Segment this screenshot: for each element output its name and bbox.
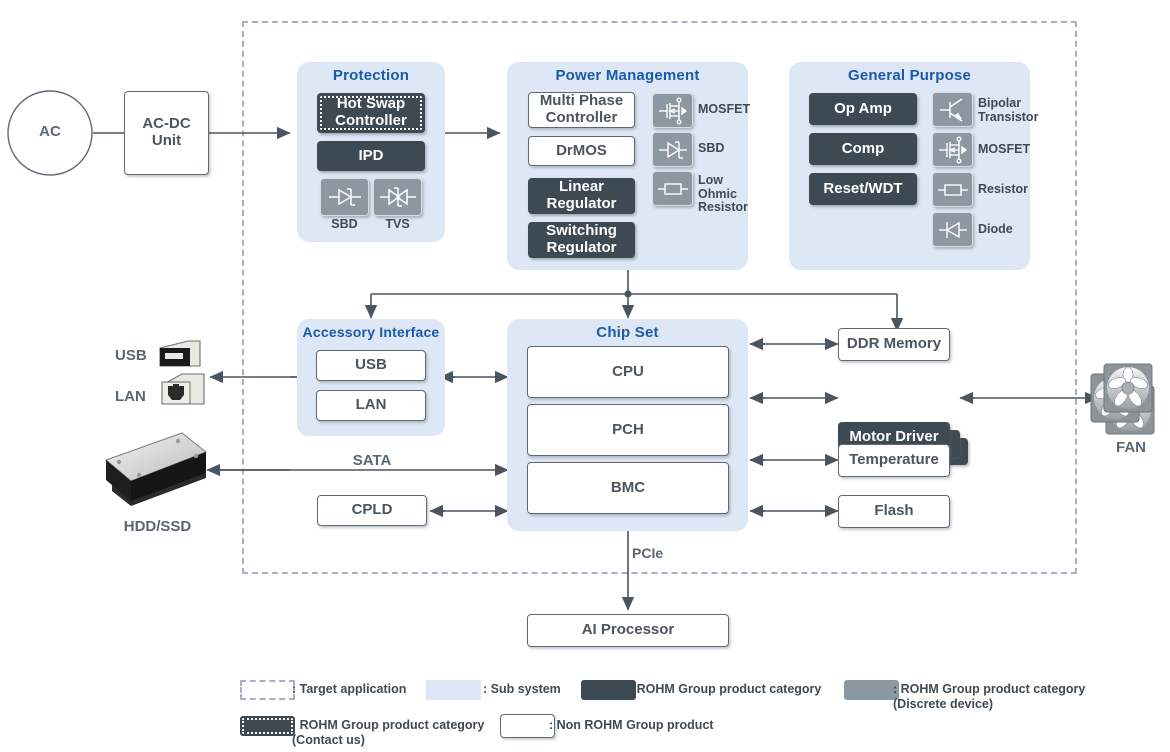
pch-block[interactable]: PCH bbox=[527, 404, 729, 456]
legend-swatch-product-category bbox=[581, 680, 636, 700]
linear-regulator-block[interactable]: Linear Regulator bbox=[528, 178, 635, 214]
bipolar-transistor-tile-label-gp: Bipolar Transistor bbox=[978, 96, 1039, 124]
legend-swatch-discrete-device bbox=[844, 680, 899, 700]
pcie-bus-label: PCIe bbox=[632, 545, 664, 561]
diode-tile-gp[interactable] bbox=[932, 212, 973, 247]
schottky-diode-icon bbox=[658, 140, 687, 159]
multi-phase-controller-block[interactable]: Multi Phase Controller bbox=[528, 92, 635, 128]
sbd-tile-label-protection: SBD bbox=[331, 217, 358, 231]
bipolar-transistor-icon bbox=[939, 97, 962, 122]
ac-source-circle bbox=[7, 90, 93, 176]
low-ohmic-resistor-tile-label-pm: Low Ohmic Resistor bbox=[698, 173, 749, 214]
acdc-unit-block[interactable]: AC-DC Unit bbox=[124, 91, 209, 175]
low-ohmic-resistor-tile-pm[interactable] bbox=[652, 171, 693, 206]
sbd-tile-label-pm: SBD bbox=[698, 141, 725, 155]
cpu-block[interactable]: CPU bbox=[527, 346, 729, 398]
ac-source-label: AC bbox=[39, 123, 61, 140]
switching-regulator-block[interactable]: Switching Regulator bbox=[528, 222, 635, 258]
mosfet-icon bbox=[658, 97, 687, 125]
lan-block[interactable]: LAN bbox=[316, 390, 426, 421]
mosfet-icon bbox=[938, 136, 967, 164]
legend-label-non-rohm: : Non ROHM Group product bbox=[549, 718, 714, 732]
sbd-tile-protection[interactable] bbox=[320, 178, 369, 216]
hdd-ssd-icon bbox=[105, 432, 207, 506]
legend-label-discrete-device: : ROHM Group product category (Discrete … bbox=[893, 682, 1086, 712]
sata-bus-label: SATA bbox=[352, 452, 392, 469]
tvs-tile-label-protection: TVS bbox=[385, 217, 410, 231]
cpld-block[interactable]: CPLD bbox=[317, 495, 427, 526]
legend: : Target application : Sub system : ROHM… bbox=[236, 676, 1136, 748]
op-amp-block[interactable]: Op Amp bbox=[809, 93, 917, 125]
resistor-icon bbox=[937, 183, 968, 196]
diode-icon bbox=[938, 221, 967, 238]
legend-label-contact-us: : ROHM Group product category (Contact u… bbox=[292, 718, 485, 748]
diode-tile-label-gp: Diode bbox=[978, 222, 1013, 236]
legend-swatch-sub-system bbox=[426, 680, 481, 700]
schottky-diode-icon bbox=[328, 188, 361, 206]
flash-block[interactable]: Flash bbox=[838, 495, 950, 528]
tvs-diode-icon bbox=[379, 187, 416, 207]
target-application-boundary bbox=[242, 21, 1077, 574]
mosfet-tile-label-gp: MOSFET bbox=[978, 142, 1031, 156]
legend-swatch-contact-us bbox=[240, 716, 295, 736]
ipd-block[interactable]: IPD bbox=[317, 141, 425, 171]
bmc-block[interactable]: BMC bbox=[527, 462, 729, 514]
mosfet-tile-pm[interactable] bbox=[652, 93, 693, 128]
bipolar-transistor-tile-gp[interactable] bbox=[932, 92, 973, 127]
lan-connector-icon bbox=[161, 373, 205, 405]
general-purpose-title: General Purpose bbox=[847, 67, 972, 84]
legend-label-product-category: : ROHM Group product category bbox=[629, 682, 822, 696]
legend-label-target-application: : Target application bbox=[292, 682, 407, 696]
bus-junction-dot bbox=[624, 290, 632, 298]
fan-label: FAN bbox=[1116, 439, 1146, 456]
accessory-interface-title: Accessory Interface bbox=[302, 324, 440, 340]
mosfet-tile-gp[interactable] bbox=[932, 132, 973, 167]
resistor-tile-gp[interactable] bbox=[932, 172, 973, 207]
legend-swatch-target-application bbox=[240, 680, 295, 700]
usb-connector-icon bbox=[159, 340, 201, 367]
hot-swap-controller-block[interactable]: Hot Swap Controller bbox=[317, 93, 425, 133]
usb-block[interactable]: USB bbox=[316, 350, 426, 381]
fan-icon bbox=[1090, 363, 1155, 435]
ai-processor-block[interactable]: AI Processor bbox=[527, 614, 729, 647]
reset-wdt-block[interactable]: Reset/WDT bbox=[809, 173, 917, 205]
sbd-tile-pm[interactable] bbox=[652, 132, 693, 167]
ddr-memory-block[interactable]: DDR Memory bbox=[838, 328, 950, 361]
tvs-tile-protection[interactable] bbox=[373, 178, 422, 216]
usb-label: USB bbox=[115, 347, 147, 364]
mosfet-tile-label-pm: MOSFET bbox=[698, 102, 751, 116]
temperature-block[interactable]: Temperature bbox=[838, 444, 950, 477]
drmos-block[interactable]: DrMOS bbox=[528, 136, 635, 166]
protection-title: Protection bbox=[332, 67, 410, 84]
power-management-title: Power Management bbox=[555, 67, 700, 84]
resistor-tile-label-gp: Resistor bbox=[978, 182, 1029, 196]
legend-swatch-non-rohm bbox=[500, 714, 555, 738]
hdd-ssd-label: HDD/SSD bbox=[123, 518, 192, 535]
resistor-icon bbox=[657, 182, 688, 195]
lan-label: LAN bbox=[115, 388, 146, 405]
chip-set-title: Chip Set bbox=[596, 324, 659, 341]
comp-block[interactable]: Comp bbox=[809, 133, 917, 165]
legend-label-sub-system: : Sub system bbox=[483, 682, 561, 696]
